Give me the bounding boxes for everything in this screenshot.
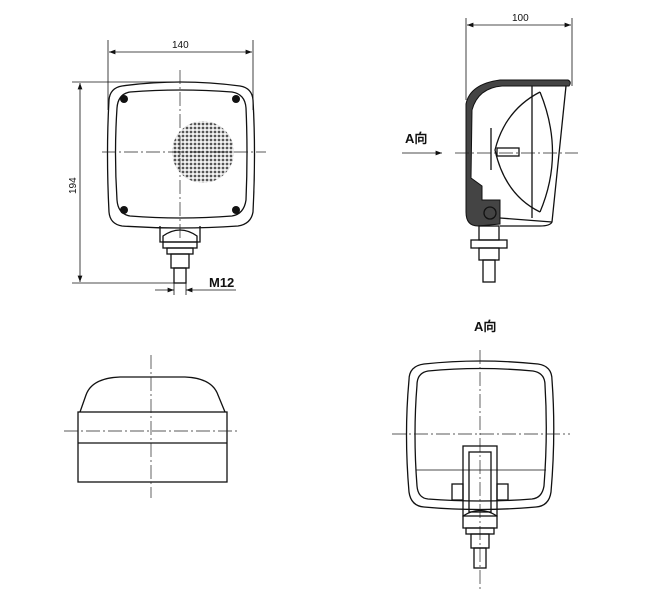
side-view: 100 A向 [402, 13, 578, 283]
screw-icon [120, 95, 128, 103]
housing-section [465, 79, 571, 227]
screw-icon [232, 95, 240, 103]
top-view [64, 355, 240, 498]
housing-body [77, 411, 228, 483]
lens-dome [79, 376, 226, 413]
rear-view-label: A向 [474, 319, 496, 334]
screw-icon [232, 206, 240, 214]
lamp-housing [106, 81, 256, 229]
front-view: 140 194 M12 [68, 40, 266, 295]
view-arrow-label: A向 [405, 131, 427, 146]
rear-view: A向 [392, 319, 570, 592]
height-dimension: 194 [68, 177, 79, 194]
mount-bracket [462, 445, 498, 517]
width-dimension: 140 [172, 40, 189, 51]
thread-label: M12 [209, 275, 234, 290]
screw-icon [120, 206, 128, 214]
rear-housing [405, 360, 555, 511]
depth-dimension: 100 [512, 13, 529, 24]
pivot-bolt [483, 206, 497, 220]
lens [114, 89, 248, 219]
